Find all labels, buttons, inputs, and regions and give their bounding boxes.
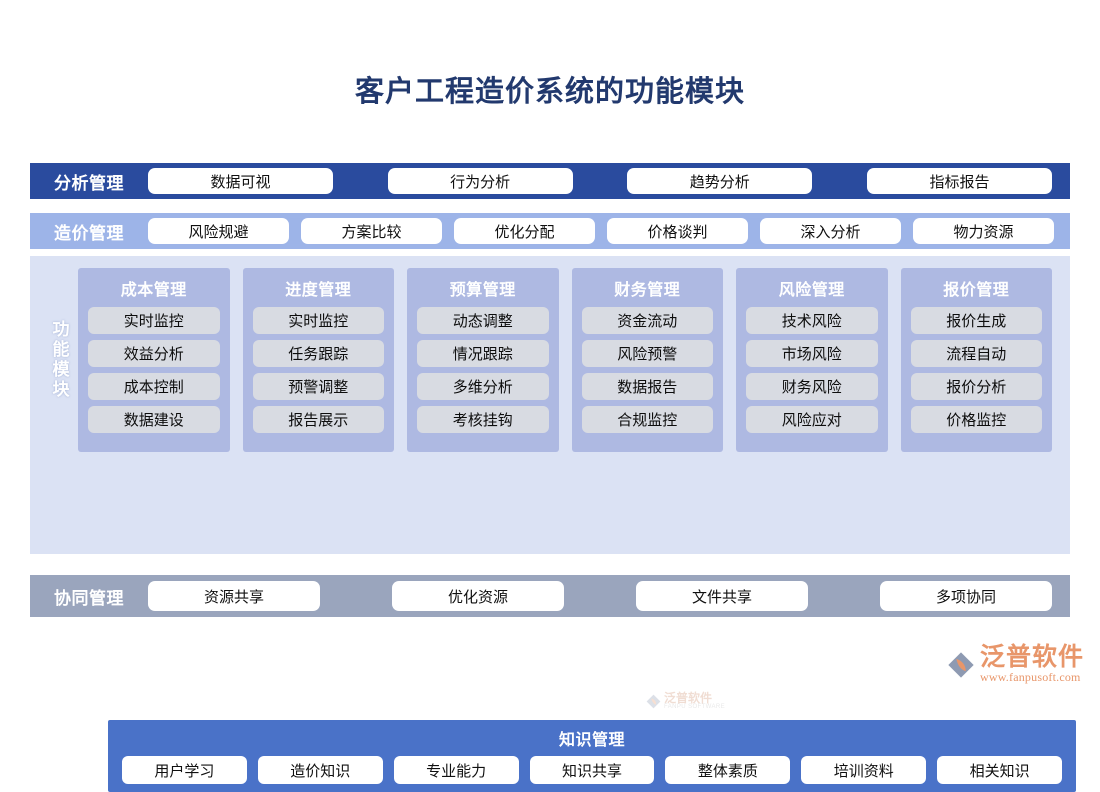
watermark-sub: FANPU SOFTWARE: [664, 704, 726, 711]
collab-item[interactable]: 优化资源: [392, 581, 564, 611]
collaboration-management-row: 协同管理 资源共享 优化资源 文件共享 多项协同: [30, 575, 1070, 617]
analysis-management-row: 分析管理 数据可视 行为分析 趋势分析 指标报告: [30, 163, 1070, 199]
cost-item[interactable]: 风险规避: [148, 218, 289, 244]
cost-item[interactable]: 深入分析: [760, 218, 901, 244]
module-card-item[interactable]: 资金流动: [581, 307, 713, 334]
collab-item[interactable]: 资源共享: [148, 581, 320, 611]
module-card-item[interactable]: 技术风险: [746, 307, 878, 334]
cost-item[interactable]: 优化分配: [454, 218, 595, 244]
fanpu-swoosh-logo-icon: [646, 694, 661, 708]
watermark-name: 泛普软件: [664, 690, 713, 705]
module-card-item[interactable]: 实时监控: [252, 307, 384, 334]
page-title: 客户工程造价系统的功能模块: [354, 76, 745, 108]
knowledge-item[interactable]: 专业能力: [393, 756, 519, 784]
analysis-item[interactable]: 数据可视: [148, 168, 333, 194]
collaboration-management-label: 协同管理: [54, 588, 124, 608]
module-card-item[interactable]: 效益分析: [88, 340, 220, 367]
module-card-item[interactable]: 合规监控: [581, 406, 713, 433]
module-card-title: 报价管理: [943, 282, 1010, 299]
analysis-item[interactable]: 行为分析: [387, 168, 573, 194]
cost-management-items: 风险规避 方案比较 优化分配 价格谈判 深入分析 物力资源: [148, 218, 1070, 244]
collab-item[interactable]: 多项协同: [880, 581, 1052, 611]
module-card-item[interactable]: 报价生成: [910, 307, 1042, 334]
module-card-item[interactable]: 动态调整: [417, 307, 549, 334]
module-card-item[interactable]: 报告展示: [252, 406, 384, 433]
knowledge-item[interactable]: 相关知识: [937, 756, 1063, 784]
module-card-title: 进度管理: [285, 282, 352, 299]
module-card-list: 成本管理 实时监控 效益分析 成本控制 数据建设 进度管理 实时监控 任务跟踪 …: [78, 268, 1052, 452]
function-module-cards-area: 功能模块 成本管理 实时监控 效益分析 成本控制 数据建设 进度管理 实时监控 …: [30, 256, 1070, 452]
cost-item[interactable]: 方案比较: [301, 218, 442, 244]
knowledge-item[interactable]: 造价知识: [257, 756, 383, 784]
module-card-item[interactable]: 财务风险: [746, 373, 878, 400]
knowledge-management-title: 知识管理: [558, 732, 625, 749]
cost-item[interactable]: 价格谈判: [607, 218, 748, 244]
module-card-item[interactable]: 情况跟踪: [417, 340, 549, 367]
module-card-item[interactable]: 数据报告: [581, 373, 713, 400]
module-card-item[interactable]: 预警调整: [252, 373, 384, 400]
title-area: 客户工程造价系统的功能模块: [0, 0, 1100, 107]
module-card-title: 财务管理: [614, 282, 681, 299]
module-card-title: 成本管理: [120, 282, 187, 299]
analysis-management-label: 分析管理: [54, 173, 124, 193]
analysis-management-items: 数据可视 行为分析 趋势分析 指标报告: [148, 168, 1070, 194]
module-card-item[interactable]: 风险预警: [581, 340, 713, 367]
module-card-risk[interactable]: 风险管理 技术风险 市场风险 财务风险 风险应对: [736, 268, 888, 452]
cost-management-row: 造价管理 风险规避 方案比较 优化分配 价格谈判 深入分析 物力资源: [30, 213, 1070, 249]
knowledge-item[interactable]: 知识共享: [529, 756, 655, 784]
analysis-item[interactable]: 趋势分析: [627, 168, 813, 194]
module-card-cost[interactable]: 成本管理 实时监控 效益分析 成本控制 数据建设: [78, 268, 230, 452]
knowledge-management-items: 用户学习 造价知识 专业能力 知识共享 整体素质 培训资料 相关知识: [122, 756, 1063, 784]
analysis-item[interactable]: 指标报告: [866, 168, 1052, 194]
function-module-panel: 功能模块 成本管理 实时监控 效益分析 成本控制 数据建设 进度管理 实时监控 …: [30, 256, 1076, 792]
module-card-item[interactable]: 成本控制: [88, 373, 220, 400]
module-card-item[interactable]: 报价分析: [910, 373, 1042, 400]
module-card-progress[interactable]: 进度管理 实时监控 任务跟踪 预警调整 报告展示: [242, 268, 394, 452]
module-card-item[interactable]: 风险应对: [746, 406, 878, 433]
cost-management-label: 造价管理: [54, 223, 124, 243]
footer-logo-name: 泛普软件: [979, 642, 1084, 671]
module-card-quotation[interactable]: 报价管理 报价生成 流程自动 报价分析 价格监控: [900, 268, 1052, 452]
fanpu-swoosh-logo-icon: [948, 652, 974, 678]
module-card-item[interactable]: 多维分析: [417, 373, 549, 400]
footer-logo-url: www.fanpusoft.com: [979, 669, 1081, 684]
knowledge-item[interactable]: 培训资料: [801, 756, 927, 784]
footer-logo-text: 泛普软件 www.fanpusoft.com: [979, 642, 1084, 686]
module-card-item[interactable]: 流程自动: [910, 340, 1042, 367]
collab-item[interactable]: 文件共享: [636, 581, 808, 611]
module-card-title: 预算管理: [449, 282, 516, 299]
knowledge-item[interactable]: 整体素质: [665, 756, 791, 784]
module-card-item[interactable]: 考核挂钩: [417, 406, 549, 433]
module-card-title: 风险管理: [778, 282, 845, 299]
knowledge-management-section: 知识管理 用户学习 造价知识 专业能力 知识共享 整体素质 培训资料 相关知识: [108, 720, 1076, 792]
module-card-budget[interactable]: 预算管理 动态调整 情况跟踪 多维分析 考核挂钩: [407, 268, 559, 452]
collaboration-management-items: 资源共享 优化资源 文件共享 多项协同: [148, 581, 1070, 611]
module-card-item[interactable]: 数据建设: [88, 406, 220, 433]
watermark: 泛普软件 FANPU SOFTWARE: [645, 688, 765, 714]
module-card-item[interactable]: 实时监控: [88, 307, 220, 334]
function-module-vertical-label: 功能模块: [49, 320, 69, 400]
module-card-finance[interactable]: 财务管理 资金流动 风险预警 数据报告 合规监控: [571, 268, 723, 452]
module-card-item[interactable]: 任务跟踪: [252, 340, 384, 367]
cost-item[interactable]: 物力资源: [913, 218, 1054, 244]
knowledge-item[interactable]: 用户学习: [122, 756, 247, 784]
module-card-item[interactable]: 价格监控: [910, 406, 1042, 433]
footer-logo: 泛普软件 www.fanpusoft.com: [946, 642, 1084, 688]
module-card-item[interactable]: 市场风险: [746, 340, 878, 367]
